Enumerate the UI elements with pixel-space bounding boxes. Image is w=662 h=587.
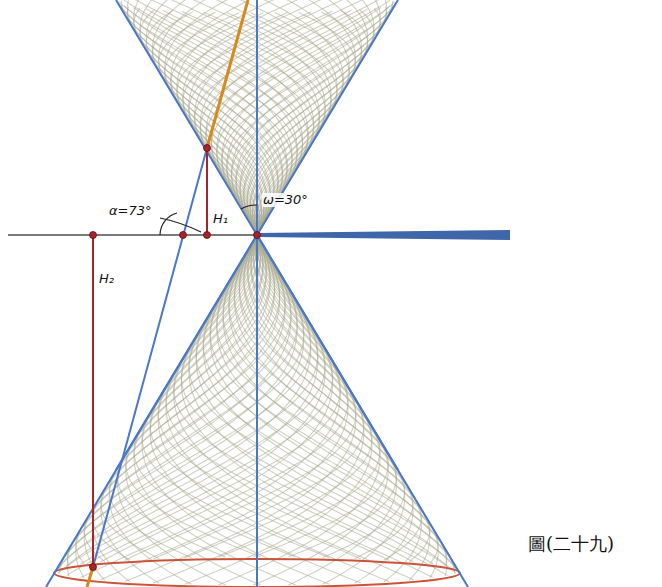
cutting-line-orange (207, 0, 248, 148)
mesh-curve (101, 235, 280, 583)
mesh-curve (222, 4, 396, 236)
cutting-line (93, 148, 207, 567)
mesh-curve (146, 9, 313, 235)
height-label: H₁ (212, 212, 229, 226)
mesh-curve (146, 11, 270, 235)
mesh-curve (181, 235, 447, 566)
mesh-curve (76, 235, 297, 564)
cone-edge (257, 235, 468, 587)
mesh-curve (133, 8, 308, 236)
mesh-curve (66, 235, 332, 576)
mesh-curve (251, 0, 344, 235)
angle-label: α=73° (108, 204, 153, 218)
mesh-curve (166, 235, 414, 562)
angle-label: ω=30° (262, 193, 309, 207)
mesh-curve (248, 235, 388, 557)
mesh-curve (81, 235, 341, 564)
mesh-curve (152, 12, 266, 235)
mesh-curve (226, 13, 337, 236)
mesh-curve (196, 235, 458, 571)
mesh-curve (203, 12, 331, 235)
mesh-curve (84, 235, 291, 562)
mesh-curve (185, 235, 372, 584)
mesh-curve (183, 12, 311, 235)
mesh-curve (174, 235, 434, 578)
mesh-curve (126, 235, 266, 585)
mesh-curve (134, 235, 296, 585)
mesh-curve (250, 12, 355, 235)
mesh-curve (59, 235, 311, 568)
mesh-curve (127, 0, 282, 235)
mesh-curve (181, 235, 447, 576)
plane-edge (257, 230, 510, 240)
mesh-curve (67, 235, 303, 566)
angle-arc (160, 213, 177, 235)
cone-edge (46, 235, 257, 587)
mesh-curve (58, 235, 325, 573)
mesh-curve (159, 12, 264, 235)
cone-axis (256, 0, 258, 587)
mesh-curve (158, 235, 389, 582)
mesh-curve (166, 235, 414, 580)
height-h1 (206, 148, 208, 235)
mesh-curve (109, 235, 274, 584)
points (90, 145, 261, 571)
mesh-curve (219, 235, 381, 585)
height-label: H₂ (98, 272, 115, 286)
figure-caption: 圖(二十九) (528, 532, 614, 556)
horizontal-line (8, 234, 257, 236)
angle-arc (241, 205, 257, 209)
height-h2 (92, 235, 94, 567)
mesh-curve (206, 8, 381, 236)
mesh-curve (253, 13, 350, 235)
mesh-curve (247, 0, 361, 235)
mesh-curve (217, 235, 438, 564)
mesh-curve (100, 235, 348, 562)
mesh-curve (222, 3, 396, 236)
mesh-curve (150, 235, 361, 559)
mesh-curve (150, 235, 361, 583)
leader-line (160, 218, 201, 232)
mesh-curve (140, 10, 274, 235)
